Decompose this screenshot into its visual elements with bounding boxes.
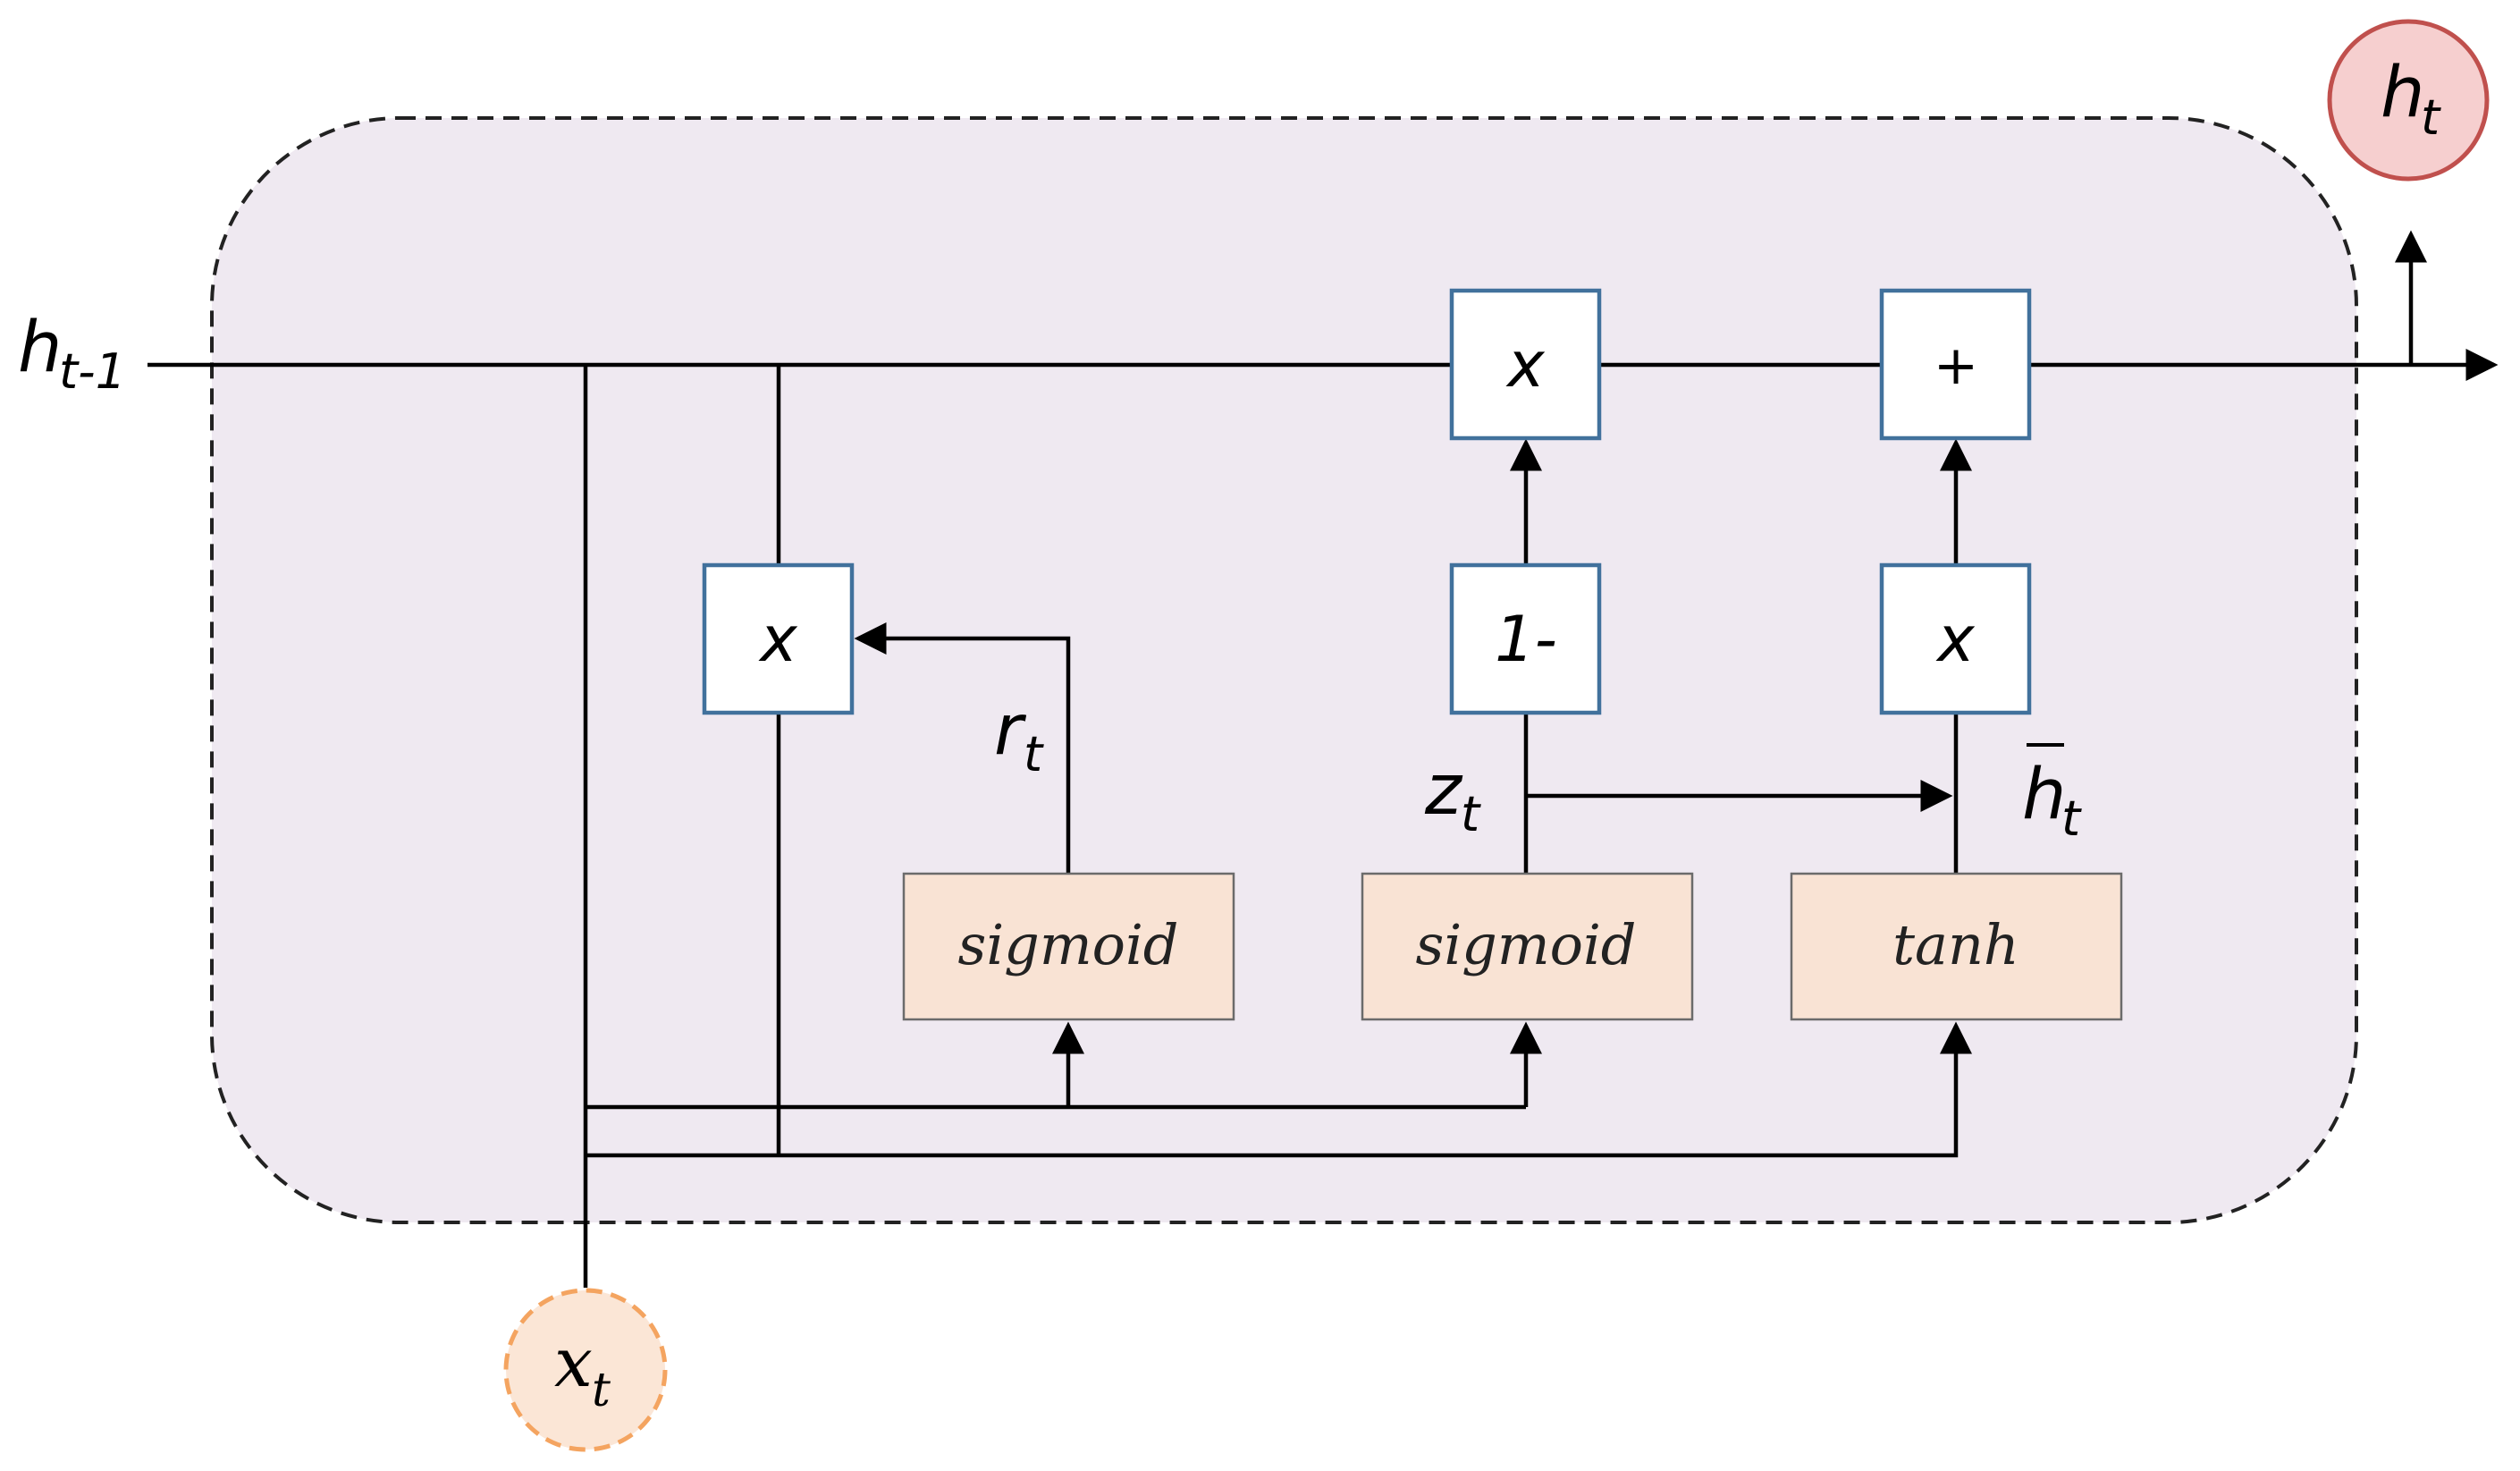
input-bus-lower	[586, 1021, 1972, 1158]
output-sub: t	[2421, 89, 2441, 146]
prev-hidden-sub: t-1	[59, 343, 126, 400]
candidate-label: h t	[2022, 743, 2082, 847]
reset-sigmoid-label: sigmoid	[958, 912, 1179, 977]
candidate-multiply-label: x	[1935, 603, 1975, 676]
update-sigmoid-box: sigmoid	[1361, 872, 1694, 1021]
reset-gate-base: r	[994, 690, 1027, 771]
candidate-sub: t	[2061, 790, 2082, 847]
reset-sigmoid-box: sigmoid	[902, 872, 1235, 1021]
output-base: h	[2381, 53, 2424, 133]
output-node: h t	[2327, 19, 2490, 182]
candidate-tanh-box: tanh	[1790, 872, 2123, 1021]
update-gate-sub: t	[1461, 786, 1481, 842]
candidate-base: h	[2022, 755, 2066, 835]
sum-label: +	[1934, 334, 1978, 397]
reset-multiply-box: x	[702, 562, 855, 715]
input-sub: t	[592, 1364, 611, 1417]
candidate-tanh-label: tanh	[1892, 912, 2019, 977]
candidate-multiply-box: x	[1879, 562, 2032, 715]
prev-hidden-label: h t-1	[18, 308, 126, 400]
update-multiply-label: x	[1505, 328, 1545, 402]
reset-gate-label: r t	[994, 690, 1044, 782]
reset-gate-line	[854, 622, 1071, 874]
update-gate-label: z t	[1424, 750, 1481, 842]
input-base: x	[554, 1323, 593, 1402]
prev-hidden-base: h	[18, 308, 62, 388]
one-minus-box: 1-	[1449, 562, 1602, 715]
update-gate-base: z	[1424, 750, 1463, 831]
cell-boundary	[210, 116, 2358, 1224]
reset-multiply-label: x	[758, 603, 797, 676]
sum-box: +	[1879, 288, 2032, 441]
one-minus-label: 1-	[1495, 603, 1557, 676]
input-node: x t	[503, 1288, 668, 1452]
update-multiply-box: x	[1449, 288, 1602, 441]
reset-gate-sub: t	[1024, 726, 1044, 782]
update-sigmoid-label: sigmoid	[1416, 912, 1637, 977]
